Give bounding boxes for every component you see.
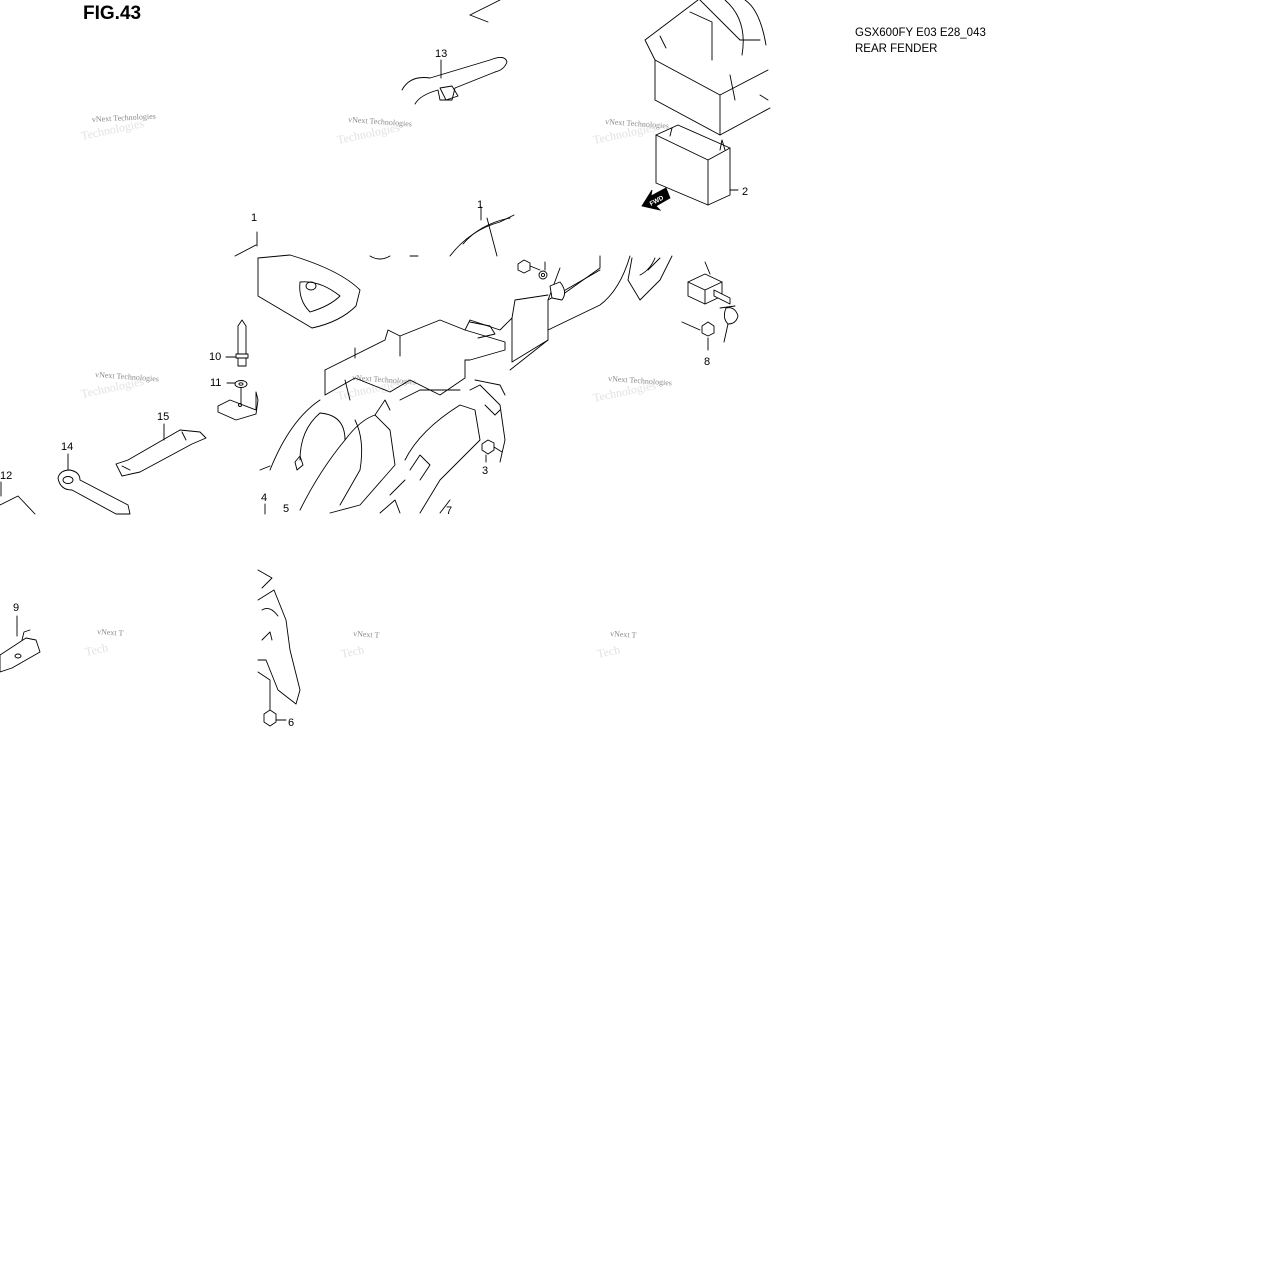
part-13-drawing: [401, 57, 508, 105]
model-info: GSX600FY E03 E28_043 REAR FENDER: [855, 25, 986, 57]
model-code: GSX600FY E03 E28_043: [855, 27, 986, 39]
callout-10: 10: [209, 351, 221, 363]
part-10-drawing: [225, 319, 249, 367]
part-14-drawing: [57, 453, 131, 515]
watermark-fragment: vNext T: [610, 629, 637, 640]
callout-7: 7: [446, 505, 452, 517]
callout-14: 14: [61, 441, 73, 453]
watermark: vNext Technologies: [608, 374, 672, 387]
figure-title: FIG.43: [83, 3, 142, 24]
tray-drawing: [469, 0, 771, 136]
watermark-fragment: vNext T: [353, 629, 380, 640]
callout-12: 12: [0, 470, 12, 482]
bolt-drawing: [517, 259, 548, 280]
watermark: vNext Technologies: [348, 115, 412, 128]
part-2-drawing: [655, 124, 731, 206]
callout-8: 8: [704, 356, 710, 368]
part-9-drawing: [0, 615, 41, 673]
watermark: vNext Technologies: [92, 112, 156, 124]
fwd-arrow: FWD: [641, 187, 671, 211]
callout-3: 3: [482, 465, 488, 477]
watermark-group-lower: Tech vNext T Tech vNext T Tech vNext T: [84, 627, 637, 661]
watermark: vNext Technologies: [605, 117, 669, 130]
part-12-drawing: [0, 481, 36, 515]
callout-9: 9: [13, 602, 19, 614]
callout-2: 2: [742, 186, 748, 198]
part-11-drawing: [217, 380, 259, 421]
callout-5: 5: [283, 503, 289, 515]
callout-labels: 13 2 1 1 8 10 11 15 14 3 12 4 5 7 9 6: [0, 48, 748, 729]
part-6-drawing: [257, 569, 301, 727]
watermark-fragment: Tech: [84, 640, 110, 659]
watermark: vNext Technologies: [95, 370, 159, 383]
callout-1: 1: [477, 199, 483, 211]
part-8-drawing: [681, 261, 739, 351]
section-name: REAR FENDER: [855, 43, 938, 55]
part-15-drawing: [115, 423, 207, 477]
callout-4: 4: [261, 492, 267, 504]
callout-11: 11: [210, 377, 221, 389]
callout-13: 13: [435, 48, 447, 60]
watermark-fragment: Tech: [340, 642, 366, 661]
watermark-fragment: vNext T: [97, 627, 124, 638]
callout-15: 15: [157, 411, 169, 423]
callout-6: 6: [288, 717, 294, 729]
callout-1: 1: [251, 212, 257, 224]
part-3-drawing: [481, 439, 503, 463]
watermark-fragment: Tech: [596, 642, 622, 661]
part-1-drawing: [234, 206, 515, 329]
rear-fender-drawing: [259, 255, 673, 515]
